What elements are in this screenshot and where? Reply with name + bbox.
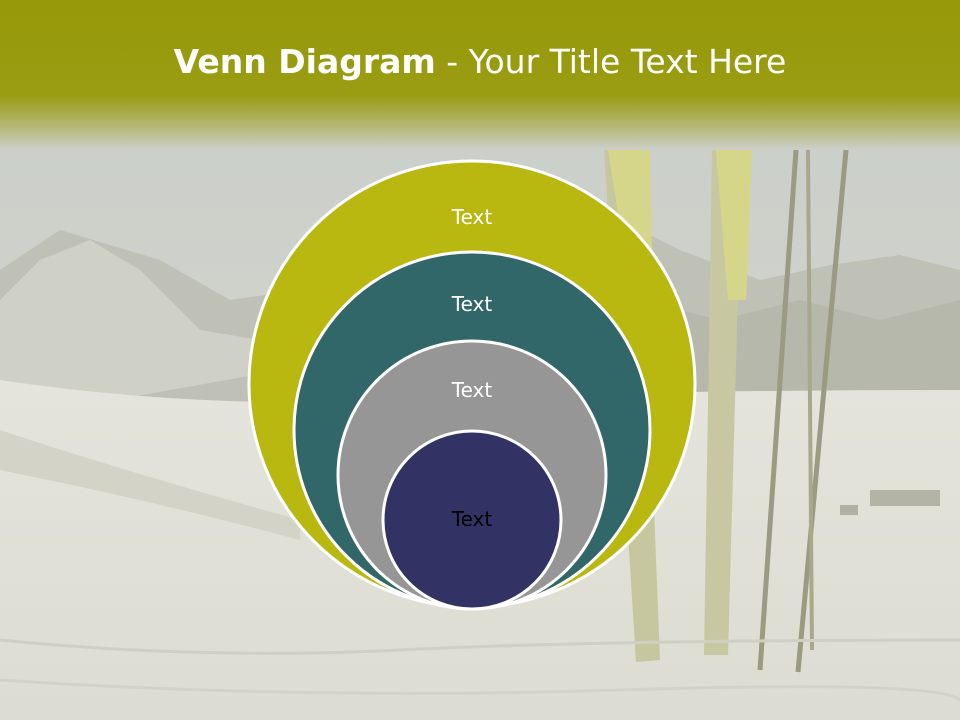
- venn-circle-4[interactable]: [381, 429, 563, 611]
- ski-lift-station: [840, 490, 940, 515]
- title-rest-text: - Your Title Text Here: [435, 42, 787, 81]
- title-bar: [0, 0, 960, 150]
- venn-label-3: Text: [451, 378, 493, 402]
- venn-label-4: Text: [451, 507, 493, 531]
- title-bold-text: Venn Diagram: [173, 42, 436, 81]
- venn-label-2: Text: [451, 292, 493, 316]
- slide-title: Venn Diagram - Your Title Text Here: [0, 40, 960, 84]
- venn-label-1: Text: [451, 205, 493, 229]
